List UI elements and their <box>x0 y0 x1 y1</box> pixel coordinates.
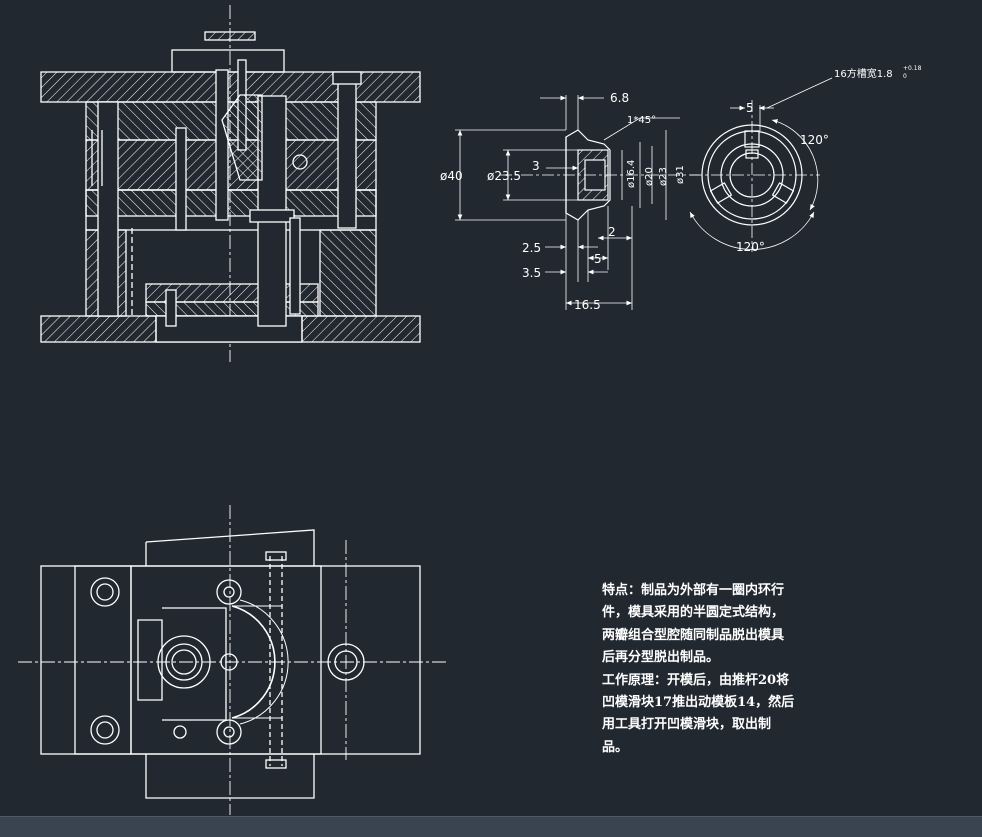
angle-right-120: 120° <box>800 133 829 147</box>
dim-d20: ø20 <box>644 167 655 186</box>
mold-plan-view <box>18 505 448 815</box>
note-line-7: 用工具打开凹模滑块，取出制 <box>602 717 772 733</box>
dim-6-8: 6.8 <box>610 91 629 105</box>
slot-tolerance-upper: +0.18 <box>903 65 922 72</box>
angle-bottom-120: 120° <box>736 240 765 254</box>
dim-d31: ø31 <box>675 165 686 184</box>
note-line-4: 后再分型脱出制品。 <box>602 650 720 666</box>
part-section-view <box>455 95 700 310</box>
dim-2-5: 2.5 <box>522 241 541 255</box>
cad-drawing-canvas[interactable]: 6.8 1*45° ø40 ø23.5 3 ø16.4 ø20 ø23 ø31 … <box>0 0 982 816</box>
note-line-2: 件，模具采用的半圆定式结构， <box>602 605 785 621</box>
dim-3: 3 <box>532 159 540 173</box>
part-end-view-dimensions: 16方槽宽1.8 +0.18 0 5 120° 120° <box>736 65 922 254</box>
dim-3-5: 3.5 <box>522 266 541 280</box>
dim-d23-5: ø23.5 <box>487 169 521 183</box>
status-bar <box>0 816 982 837</box>
slot-note: 16方槽宽1.8 <box>834 67 893 80</box>
design-notes: 特点：制品为外部有一圈内环行 件，模具采用的半圆定式结构， 两瓣组合型腔随同制品… <box>602 580 795 759</box>
dim-end-5: 5 <box>746 101 754 115</box>
dim-d40: ø40 <box>440 169 463 183</box>
dim-d16-4: ø16.4 <box>626 160 637 188</box>
note-line-1: 特点：制品为外部有一圈内环行 <box>602 583 785 598</box>
dim-2: 2 <box>608 225 616 239</box>
note-line-3: 两瓣组合型腔随同制品脱出模具 <box>602 627 785 643</box>
dim-chamfer: 1*45° <box>627 115 656 126</box>
dim-5: 5 <box>594 252 602 266</box>
dim-16-5: 16.5 <box>574 298 601 312</box>
note-line-5: 工作原理：开模后，由推杆20将 <box>602 672 790 688</box>
mold-section-view <box>40 5 421 362</box>
part-section-dimensions: 6.8 1*45° ø40 ø23.5 3 ø16.4 ø20 ø23 ø31 … <box>440 91 686 312</box>
note-line-6: 凹模滑块17推出动模板14，然后 <box>602 695 795 711</box>
part-end-view <box>689 77 833 252</box>
note-line-8: 品。 <box>602 739 629 755</box>
slot-tolerance-lower: 0 <box>903 73 907 80</box>
dim-d23: ø23 <box>658 167 669 186</box>
